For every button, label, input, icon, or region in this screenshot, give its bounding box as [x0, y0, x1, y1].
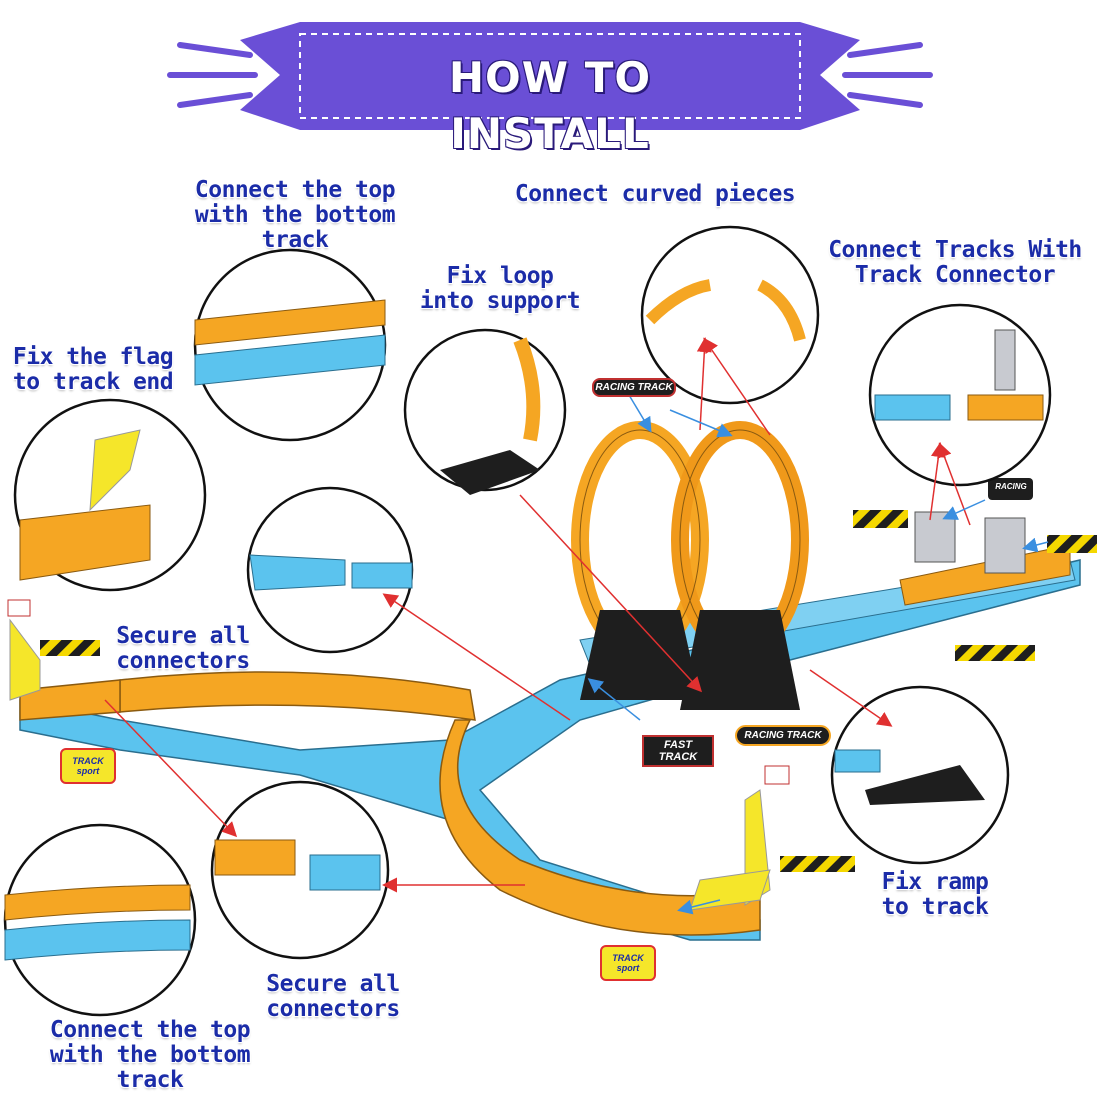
label-fix-loop: Fix loop into support — [419, 263, 581, 314]
loop-supports — [580, 610, 800, 710]
hazard-sign — [955, 645, 1035, 661]
page-title: HOW TO INSTALL — [448, 53, 652, 158]
inset-connect-top-2 — [3, 823, 197, 1017]
pointer-arrows — [104, 337, 1049, 915]
hazard-sign — [40, 640, 100, 656]
flag-icon — [689, 765, 790, 911]
inset-connector — [868, 303, 1052, 487]
inset-connect-top-1 — [193, 248, 387, 442]
main-track — [19, 544, 1081, 941]
racing-track-logo: RACING TRACK — [592, 378, 676, 397]
racing-logo: RACING — [995, 482, 1027, 491]
label-connect-top-2: Connect the top with the bottom track — [49, 1017, 251, 1093]
track-connector-gates — [914, 478, 1033, 574]
hazard-sign — [780, 856, 855, 872]
inset-fix-loop — [403, 328, 567, 495]
inset-secure-2 — [210, 780, 390, 960]
inset-secure-1 — [246, 486, 414, 654]
inset-ramp — [830, 685, 1010, 865]
label-connect-top-1: Connect the top with the bottom track — [194, 177, 396, 253]
label-secure-1: Secure all connectors — [116, 623, 250, 674]
label-connect-tracks-connector: Connect Tracks With Track Connector — [828, 237, 1082, 288]
label-fix-flag: Fix the flag to track end — [12, 344, 174, 395]
label-connect-curved: Connect curved pieces — [514, 181, 796, 207]
track-sport-logo: TRACK sport — [60, 748, 116, 784]
racing-track-logo: RACING TRACK — [735, 725, 831, 746]
label-secure-2: Secure all connectors — [266, 971, 400, 1022]
hazard-sign — [853, 510, 908, 528]
hazard-sign — [1047, 535, 1097, 553]
banner-ribbon — [167, 22, 933, 130]
inset-curved — [640, 225, 820, 405]
label-fix-ramp: Fix ramp to track — [881, 869, 989, 920]
fast-track-logo: FAST TRACK — [642, 735, 714, 767]
flag-icon — [7, 599, 41, 701]
track-sport-logo: TRACK sport — [600, 945, 656, 981]
inset-flag — [13, 398, 207, 592]
